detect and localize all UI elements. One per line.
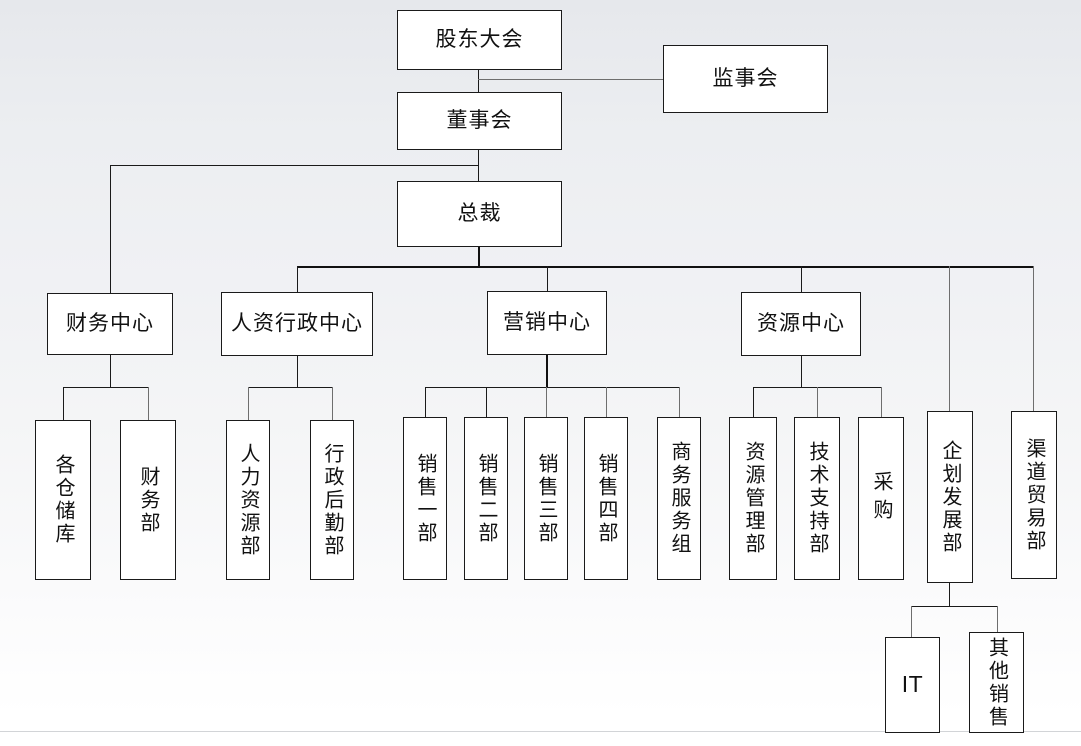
edge-board-to-finance-h	[110, 165, 478, 166]
node-label: 董事会	[446, 108, 513, 132]
node-sales-dept-1[interactable]: 销售一部	[403, 417, 447, 580]
edge-marketing-to-sales-2	[486, 387, 487, 417]
edge-planning-to-it	[911, 606, 912, 637]
edge-shareholders-to-board	[478, 70, 479, 92]
edge-president-to-channel	[1033, 266, 1034, 411]
node-resource-center[interactable]: 资源中心	[741, 292, 861, 356]
edge-board-to-president	[478, 150, 479, 181]
edge-finance-to-warehouses	[63, 387, 64, 420]
edge-finance-to-finance-dept	[148, 387, 149, 420]
node-tech-support-dept[interactable]: 技术支持部	[794, 417, 840, 580]
node-label: 渠道贸易部	[1023, 437, 1045, 553]
node-supervisory-board[interactable]: 监事会	[663, 45, 828, 113]
node-hr-dept[interactable]: 人力资源部	[226, 420, 270, 580]
edge-hr-admin-drop	[297, 356, 298, 387]
node-planning-dev-dept[interactable]: 企划发展部	[927, 411, 973, 583]
node-sales-dept-2[interactable]: 销售二部	[464, 417, 508, 580]
node-label: 各仓储库	[52, 454, 74, 546]
node-admin-logistics-dept[interactable]: 行政后勤部	[310, 420, 354, 580]
edge-planning-drop	[949, 583, 950, 606]
edge-board-to-finance-v	[110, 165, 111, 293]
node-label: 技术支持部	[806, 441, 828, 556]
node-channel-trade-dept[interactable]: 渠道贸易部	[1011, 411, 1057, 579]
node-label: 销售四部	[595, 452, 617, 545]
node-sales-dept-3[interactable]: 销售三部	[524, 417, 568, 580]
edge-hr-admin-to-admin-logistics	[332, 387, 333, 420]
edge-shareholders-to-supervisory	[478, 79, 663, 80]
node-procurement[interactable]: 采购	[858, 417, 904, 580]
page-bottom-rule	[0, 731, 1081, 732]
finance-bus	[63, 387, 148, 388]
edge-finance-drop	[110, 355, 111, 387]
node-label: 监事会	[712, 66, 779, 90]
node-label: 行政后勤部	[321, 442, 343, 558]
node-other-sales[interactable]: 其他销售	[969, 632, 1024, 733]
node-label: 人资行政中心	[231, 311, 363, 335]
edge-president-drop	[478, 247, 480, 267]
node-label: 销售一部	[414, 452, 436, 545]
edge-president-to-marketing	[547, 266, 548, 291]
edge-marketing-to-sales-4	[606, 387, 607, 417]
node-marketing-center[interactable]: 营销中心	[487, 291, 607, 355]
edge-marketing-drop	[546, 355, 548, 387]
planning-bus	[911, 606, 997, 607]
edge-resource-to-tech-support	[817, 387, 818, 417]
node-label: 商务服务组	[668, 441, 690, 556]
node-label: 企划发展部	[939, 439, 961, 555]
node-warehouses[interactable]: 各仓储库	[35, 420, 91, 580]
edge-resource-to-resource-mgmt	[753, 387, 754, 417]
node-it[interactable]: IT	[885, 637, 940, 733]
node-label: 资源中心	[757, 311, 845, 335]
edge-marketing-to-business-service	[679, 387, 680, 417]
edge-president-to-hr-admin	[297, 266, 298, 292]
node-label: 资源管理部	[742, 441, 764, 556]
marketing-bus	[425, 387, 679, 388]
edge-resource-drop	[801, 356, 802, 387]
node-finance-dept[interactable]: 财务部	[120, 420, 176, 580]
node-shareholders-meeting[interactable]: 股东大会	[397, 10, 562, 70]
node-label: 其他销售	[985, 636, 1008, 729]
node-business-service-group[interactable]: 商务服务组	[657, 417, 701, 580]
node-label: 营销中心	[503, 310, 591, 334]
edge-marketing-to-sales-3	[546, 387, 547, 417]
node-label: 财务部	[137, 465, 159, 535]
node-label: 销售二部	[475, 452, 497, 545]
node-board-of-directors[interactable]: 董事会	[397, 92, 562, 150]
edge-president-to-resource	[801, 266, 802, 292]
node-finance-center[interactable]: 财务中心	[47, 293, 173, 355]
president-bus	[297, 266, 1034, 268]
node-label: 股东大会	[435, 27, 524, 51]
node-label: 销售三部	[535, 452, 557, 545]
node-president[interactable]: 总裁	[397, 181, 562, 247]
edge-planning-to-other-sales	[997, 606, 998, 632]
node-label: IT	[901, 671, 924, 698]
node-label: 总裁	[457, 201, 502, 225]
hr-admin-bus	[248, 387, 333, 388]
node-sales-dept-4[interactable]: 销售四部	[584, 417, 628, 580]
node-label: 人力资源部	[237, 442, 259, 558]
edge-hr-admin-to-hr-dept	[248, 387, 249, 420]
edge-resource-to-procurement	[881, 387, 882, 417]
node-hr-admin-center[interactable]: 人资行政中心	[221, 292, 373, 356]
node-label: 采购	[870, 470, 892, 527]
edge-marketing-to-sales-1	[425, 387, 426, 417]
node-resource-mgmt-dept[interactable]: 资源管理部	[729, 417, 777, 580]
node-label: 财务中心	[66, 311, 154, 335]
edge-president-to-planning	[949, 266, 950, 411]
